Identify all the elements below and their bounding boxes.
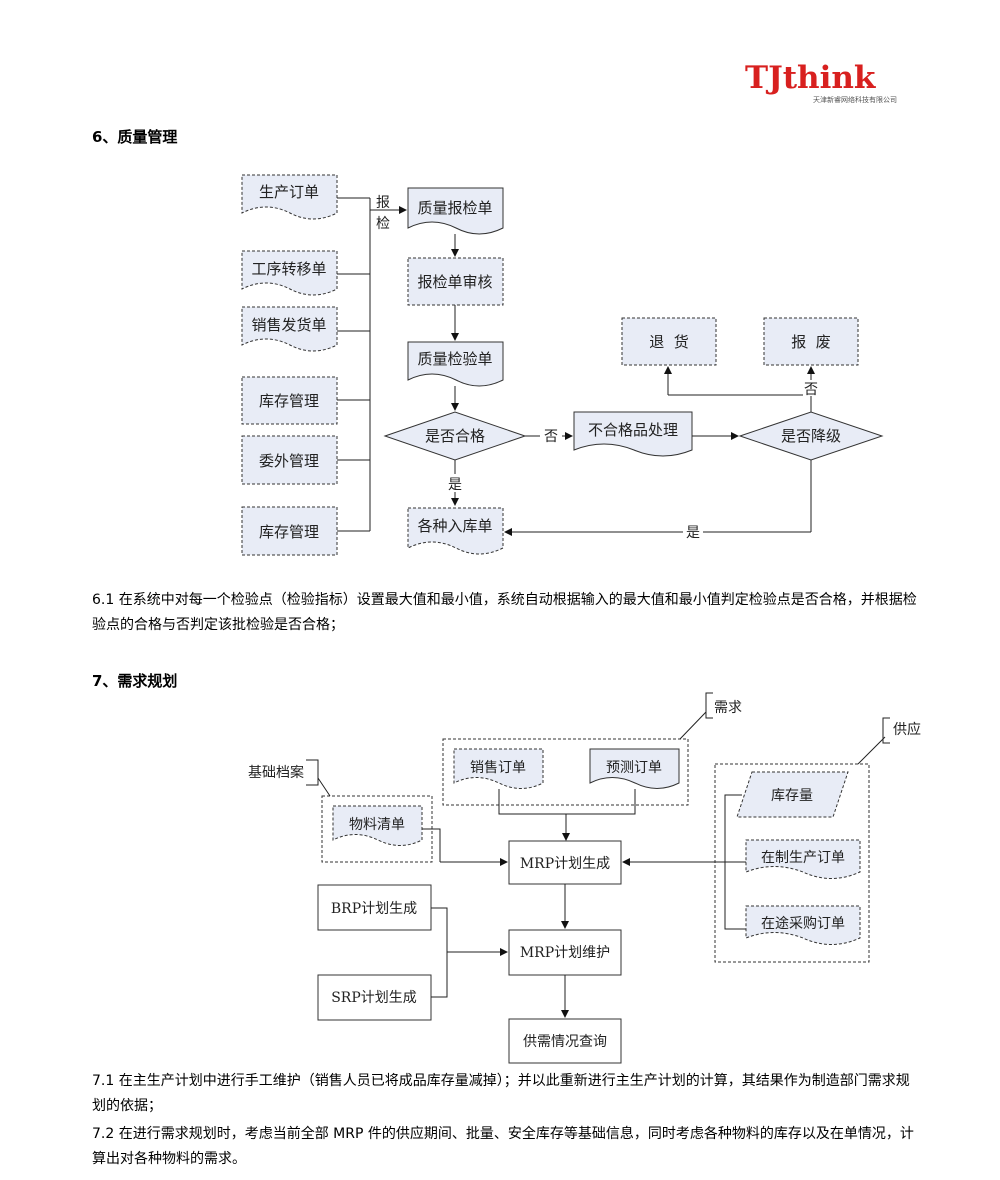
outsourcing-label: 委外管理 — [259, 452, 319, 470]
sales-order-label: 销售订单 — [470, 760, 526, 776]
diamond-is-qualified: 是否合格 — [383, 411, 527, 461]
quality-flowchart: 生产订单 工序转移单 销售发货单 库存管理 委外管理 库存管理 报 检 — [241, 174, 884, 556]
inventory-mgmt-2-label: 库存管理 — [259, 523, 319, 541]
doc-proc-transfer: 工序转移单 — [241, 250, 338, 296]
demand-label: 需求 — [714, 700, 742, 716]
diamond-is-downgrade: 是否降级 — [738, 411, 884, 461]
box-mrp-gen: MRP计划生成 — [508, 840, 622, 885]
is-downgrade-label: 是否降级 — [781, 427, 841, 445]
sales-delivery-label: 销售发货单 — [251, 316, 326, 334]
supply-demand-query-label: 供需情况查询 — [523, 1034, 607, 1050]
section-7-heading: 7、需求规划 — [92, 672, 178, 690]
doc-quality-report: 质量报检单 — [407, 187, 504, 235]
supply-group — [714, 763, 870, 963]
inspect-label-2: 检 — [376, 216, 390, 232]
doc-quality-test: 质量检验单 — [407, 341, 504, 387]
doc-bom: 物料清单 — [332, 805, 423, 846]
bom-label: 物料清单 — [349, 817, 405, 833]
box-report-audit: 报检单审核 — [407, 257, 504, 306]
warehouse-in-label: 各种入库单 — [417, 517, 492, 535]
yes-label-2: 是 — [686, 525, 700, 541]
section-6-heading: 6、质量管理 — [92, 128, 178, 146]
inventory-qty-label: 库存量 — [771, 788, 813, 804]
scrap-label: 报 废 — [791, 333, 831, 351]
quality-test-label: 质量检验单 — [417, 350, 492, 368]
mrp-gen-label: MRP计划生成 — [520, 856, 610, 872]
box-outsourcing: 委外管理 — [241, 435, 338, 485]
brp-gen-label: BRP计划生成 — [331, 901, 417, 917]
doc-sales-delivery: 销售发货单 — [241, 306, 338, 352]
box-return-goods: 退 货 — [621, 317, 717, 366]
srp-gen-label: SRP计划生成 — [331, 990, 417, 1006]
doc-sales-order: 销售订单 — [453, 748, 544, 789]
inspect-label-1: 报 — [376, 195, 390, 211]
box-mrp-maint: MRP计划维护 — [508, 929, 622, 976]
doc-forecast-order: 预测订单 — [589, 748, 680, 789]
demand-group — [442, 738, 689, 806]
transit-po-label: 在途采购订单 — [761, 915, 845, 932]
basic-archive-label: 基础档案 — [248, 764, 304, 781]
logo-text: TJthink — [745, 60, 876, 96]
parallelogram-inventory: 库存量 — [736, 771, 849, 818]
doc-transit-po: 在途采购订单 — [745, 905, 861, 945]
return-goods-label: 退 货 — [649, 333, 689, 351]
doc-prod-order: 生产订单 — [241, 174, 338, 220]
section-7-paragraph-1: 7.1 在主生产计划中进行手工维护（销售人员已将成品库存量减掉）；并以此重新进行… — [92, 1073, 910, 1114]
section-6-paragraph: 6.1 在系统中对每一个检验点（检验指标）设置最大值和最小值，系统自动根据输入的… — [92, 592, 917, 633]
doc-warehouse-in: 各种入库单 — [407, 507, 504, 555]
yes-label-1: 是 — [448, 477, 462, 493]
supply-label: 供应 — [893, 721, 921, 738]
prod-order-label: 生产订单 — [259, 183, 319, 201]
nonconform-label: 不合格品处理 — [588, 421, 678, 439]
planning-flowchart: 需求 销售订单 预测订单 基础档案 物料清单 MRP计划生成 供应 — [248, 692, 921, 1064]
box-inventory-mgmt-2: 库存管理 — [241, 506, 338, 556]
doc-nonconform: 不合格品处理 — [573, 411, 693, 457]
box-srp-gen: SRP计划生成 — [317, 974, 432, 1021]
quality-report-label: 质量报检单 — [417, 199, 492, 217]
proc-transfer-label: 工序转移单 — [251, 260, 326, 278]
doc-wip-order: 在制生产订单 — [745, 839, 861, 879]
mrp-maint-label: MRP计划维护 — [520, 945, 610, 961]
report-audit-label: 报检单审核 — [417, 273, 492, 291]
box-brp-gen: BRP计划生成 — [317, 884, 432, 931]
inventory-mgmt-1-label: 库存管理 — [259, 392, 319, 410]
box-supply-demand-query: 供需情况查询 — [508, 1018, 622, 1064]
is-qualified-label: 是否合格 — [425, 427, 485, 445]
company-logo: TJthink 天津新睿网络科技有限公司 — [745, 62, 905, 106]
box-scrap: 报 废 — [763, 317, 859, 366]
logo-subtitle: 天津新睿网络科技有限公司 — [813, 96, 897, 104]
no-label-2: 否 — [804, 382, 818, 398]
forecast-order-label: 预测订单 — [606, 760, 662, 776]
wip-order-label: 在制生产订单 — [761, 850, 845, 866]
no-label-1: 否 — [544, 429, 558, 445]
box-inventory-mgmt-1: 库存管理 — [241, 376, 338, 425]
section-7-paragraph-2: 7.2 在进行需求规划时，考虑当前全部 MRP 件的供应期间、批量、安全库存等基… — [92, 1126, 914, 1167]
